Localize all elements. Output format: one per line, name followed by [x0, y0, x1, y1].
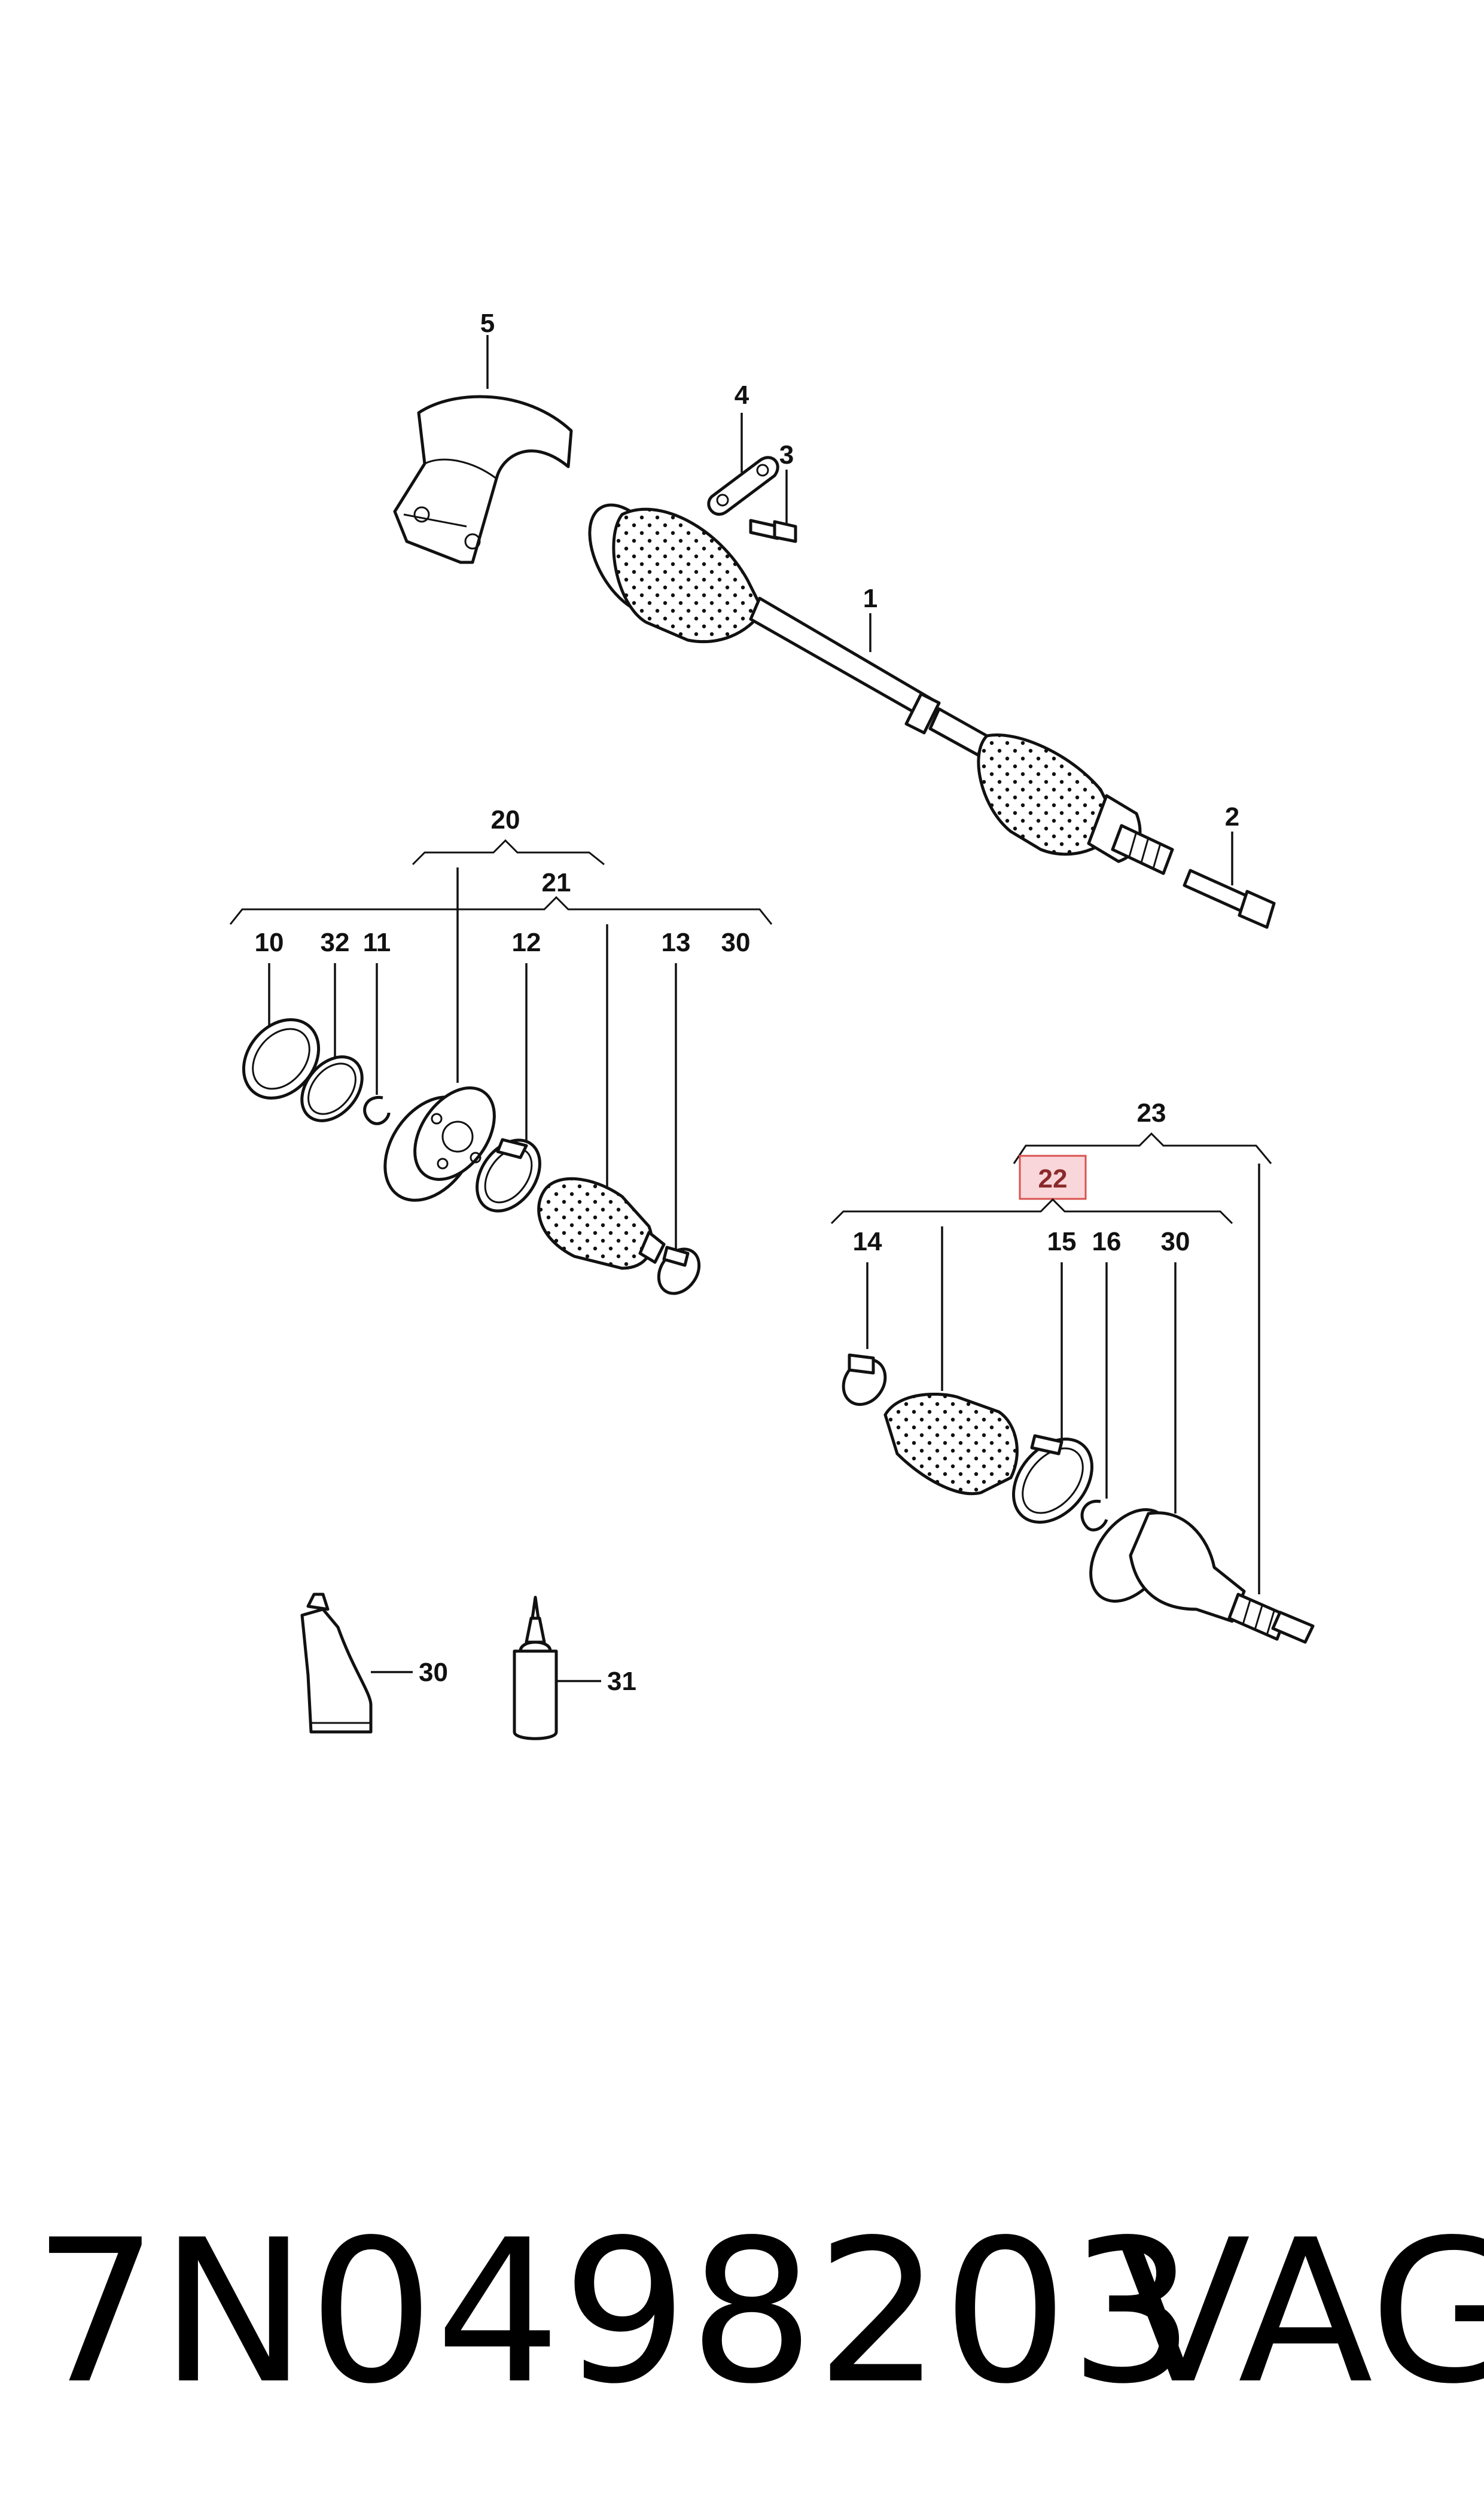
lock-plate-part[interactable] [707, 456, 779, 516]
bracket-22 [830, 1198, 1233, 1225]
callout-13: 13 [662, 928, 691, 957]
callout-21: 21 [542, 868, 571, 897]
exploded-parts-diagram: 5 4 3 1 2 20 21 10 32 11 [229, 309, 1315, 1740]
outer-cv-joint-part[interactable] [1074, 1495, 1315, 1644]
clamp-part-15[interactable] [998, 1424, 1108, 1537]
sealant-bottle-part[interactable] [513, 1596, 558, 1740]
shaft-bolt-part[interactable] [1183, 869, 1276, 929]
small-bolt-part[interactable] [749, 519, 797, 543]
callout-12: 12 [512, 928, 541, 957]
callout-4: 4 [735, 380, 749, 410]
callout-32: 32 [321, 928, 350, 957]
callout-22-highlight[interactable]: 22 [1019, 1155, 1087, 1200]
cv-boot-part-right[interactable] [883, 1393, 1019, 1496]
drive-shaft-part[interactable] [572, 491, 1174, 875]
grease-tube-part[interactable] [300, 1593, 373, 1734]
circlip-part-11[interactable] [363, 1096, 391, 1125]
callout-10: 10 [255, 928, 284, 957]
callout-1: 1 [863, 584, 877, 613]
callout-16: 16 [1092, 1227, 1122, 1256]
clamp-part-14[interactable] [835, 1351, 894, 1412]
callout-11: 11 [363, 928, 391, 957]
brand-name: VAG [1116, 2197, 1484, 2427]
bracket-20 [412, 839, 605, 866]
bracket-21 [229, 896, 773, 925]
callout-30-grease-left: 30 [721, 928, 751, 957]
callout-14: 14 [853, 1227, 882, 1256]
callout-2: 2 [1225, 802, 1239, 832]
heat-shield-part[interactable] [393, 395, 573, 564]
callout-31: 31 [607, 1667, 636, 1696]
callout-30-grease-right: 30 [1161, 1227, 1190, 1256]
callout-23: 23 [1137, 1098, 1166, 1128]
bracket-23 [1013, 1132, 1272, 1164]
callout-15: 15 [1047, 1227, 1077, 1256]
cv-boot-part-left[interactable] [537, 1177, 666, 1270]
clamp-part-13[interactable] [650, 1241, 707, 1301]
o-ring-part[interactable] [290, 1045, 374, 1132]
inner-cv-joint-part[interactable] [366, 1073, 511, 1217]
part-number: 7N0498203 [33, 2197, 1196, 2427]
callout-3: 3 [779, 440, 794, 470]
callout-30-tube: 30 [419, 1658, 448, 1687]
clamp-part-12[interactable] [464, 1128, 553, 1223]
callout-20: 20 [491, 805, 520, 835]
circlip-part-16[interactable] [1080, 1499, 1108, 1531]
callout-22: 22 [1038, 1164, 1068, 1193]
callout-5: 5 [480, 309, 495, 338]
